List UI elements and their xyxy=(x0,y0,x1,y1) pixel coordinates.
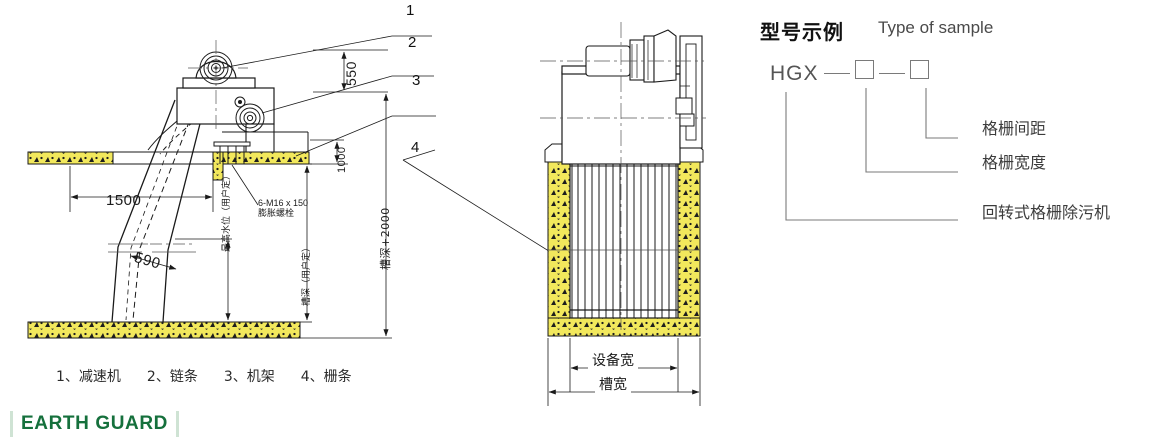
inclined-rack xyxy=(111,99,213,323)
legend-item-2: 2、链条 xyxy=(146,369,198,385)
callout-number-3: 3 xyxy=(412,72,421,89)
parts-legend: 1、减速机 2、链条 3、机架 4、栅条 xyxy=(56,366,396,386)
code-box-width xyxy=(854,60,874,79)
callout-number-1: 1 xyxy=(406,2,415,19)
callout-number-4: 4 xyxy=(411,139,420,156)
dimension-1000: 1000 xyxy=(336,146,348,173)
legend-item-4: 4、栅条 xyxy=(300,369,352,385)
callout-number-2: 2 xyxy=(408,34,417,51)
model-designation-block: 型号示例 Type of sample HGX 格栅间距 格栅宽度 回转式格栅除… xyxy=(752,4,1151,239)
model-code-row: HGX xyxy=(770,60,929,86)
model-label-machine-type: 回转式格栅除污机 xyxy=(982,203,1111,222)
label-highest-water-level: 最高水位（用户定） xyxy=(222,170,232,252)
legend-item-3: 3、机架 xyxy=(223,369,275,385)
model-label-bar-width: 格栅宽度 xyxy=(982,153,1047,172)
label-channel-width: 槽宽 xyxy=(595,374,631,394)
dimension-1500: 1500 xyxy=(106,192,142,209)
anchor-bolt-spec: 6-M16 x 150 膨胀螺栓 xyxy=(258,198,308,220)
front-section-view xyxy=(540,22,706,337)
model-label-bar-spacing: 格栅间距 xyxy=(982,119,1047,138)
model-leader-lines xyxy=(785,88,958,221)
label-channel-depth-plus-2000: 槽深+2000 xyxy=(379,207,392,270)
left-platform xyxy=(27,151,214,165)
model-title-en: Type of sample xyxy=(878,18,994,37)
anchor-bolt-spec-line2: 膨胀螺栓 xyxy=(258,209,295,219)
callout-leaders xyxy=(221,35,561,259)
motor-assembly xyxy=(585,29,695,127)
model-code-prefix: HGX xyxy=(770,62,819,85)
brand-logo: EARTH GUARD xyxy=(10,411,179,437)
brand-logo-text: EARTH GUARD xyxy=(21,413,168,434)
drive-housing xyxy=(176,40,309,164)
code-box-spacing xyxy=(909,60,929,79)
anchor-bolt-spec-line1: 6-M16 x 150 xyxy=(258,198,309,208)
dimension-lines-front xyxy=(547,338,701,406)
model-title-cn: 型号示例 xyxy=(760,20,844,44)
dimension-550: 550 xyxy=(343,61,359,86)
label-equipment-width: 设备宽 xyxy=(588,350,638,370)
legend-item-1: 1、减速机 xyxy=(56,369,121,385)
code-dash-2 xyxy=(878,73,905,74)
code-dash-1 xyxy=(823,73,850,74)
label-channel-depth: 槽深（用户定） xyxy=(302,242,312,306)
dimension-lines-side xyxy=(69,49,392,339)
floor-slab xyxy=(27,321,301,339)
